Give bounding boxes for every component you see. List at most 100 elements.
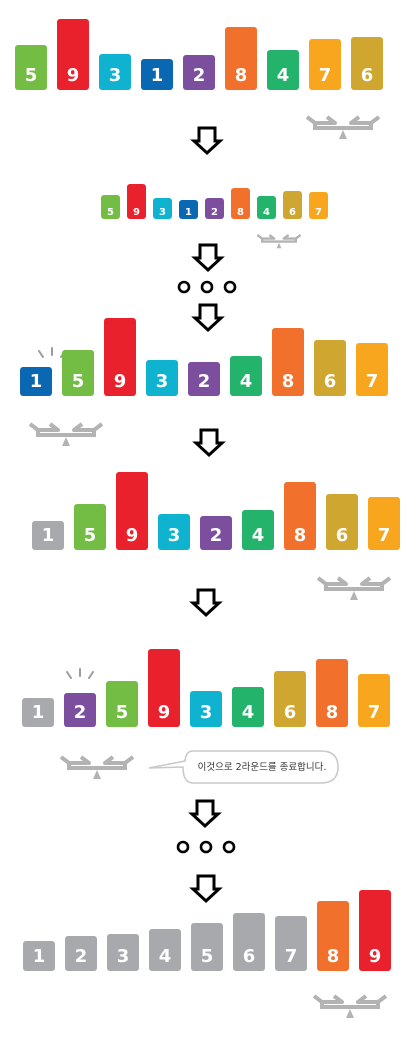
bar-value-3: 3	[99, 53, 131, 90]
bar-value-1: 1	[22, 698, 54, 727]
bar-label: 8	[237, 206, 244, 218]
bar-value-9: 9	[57, 18, 89, 90]
bar-label: 4	[263, 206, 270, 218]
bar-value-3: 3	[158, 514, 190, 550]
bar-label: 7	[365, 370, 379, 392]
bar-value-3: 3	[146, 360, 178, 396]
bar-label: 7	[318, 64, 332, 86]
bar-label: 5	[107, 206, 114, 218]
bar-value-9: 9	[104, 317, 136, 396]
bar-label: 9	[133, 206, 140, 218]
balance-scale-icon	[59, 755, 135, 779]
bar-value-2: 2	[188, 361, 220, 396]
bar-label: 8	[326, 945, 340, 967]
bar-value-1: 1	[20, 367, 52, 396]
bar-label: 5	[24, 64, 38, 86]
bar-value-4: 4	[257, 196, 276, 219]
bar-value-7: 7	[356, 342, 388, 396]
bar-value-2: 2	[64, 692, 96, 727]
bar-value-6: 6	[233, 912, 265, 971]
bar-label: 3	[108, 64, 122, 86]
bar-value-8: 8	[225, 27, 257, 90]
bar-value-5: 5	[74, 503, 106, 550]
speech-bubble	[148, 750, 339, 784]
bar-label: 9	[157, 701, 171, 723]
bar-value-2: 2	[65, 935, 97, 971]
bar-value-8: 8	[272, 328, 304, 396]
balance-scale-icon	[312, 994, 388, 1018]
bubble-text: 이것으로 2라운드를 종료합니다.	[197, 762, 327, 773]
balance-scale-icon	[305, 115, 381, 139]
bar-label: 2	[197, 370, 211, 392]
down-arrow-icon	[191, 243, 225, 273]
bar-value-7: 7	[309, 192, 328, 219]
bar-label: 6	[360, 64, 374, 86]
bar-label: 4	[239, 370, 253, 392]
bar-value-3: 3	[190, 691, 222, 727]
down-arrow-icon	[189, 588, 223, 618]
bar-label: 6	[242, 945, 256, 967]
bar-label: 3	[116, 945, 130, 967]
bar-value-4: 4	[149, 929, 181, 971]
bar-label: 2	[73, 701, 87, 723]
bar-label: 1	[150, 65, 164, 86]
bar-value-8: 8	[316, 659, 348, 727]
ellipsis-icon	[176, 840, 236, 854]
bar-value-4: 4	[242, 509, 274, 550]
bar-label: 2	[211, 206, 218, 218]
bar-value-9: 9	[148, 648, 180, 727]
bar-value-9: 9	[116, 471, 148, 550]
bar-label: 9	[113, 370, 127, 392]
highlight-sparkle-icon	[66, 668, 94, 679]
bar-value-2: 2	[200, 515, 232, 550]
bar-label: 4	[241, 701, 255, 723]
bar-value-6: 6	[274, 670, 306, 727]
down-arrow-icon	[188, 799, 222, 829]
bar-label: 7	[284, 945, 298, 967]
bar-label: 6	[323, 370, 337, 392]
bar-label: 9	[368, 945, 382, 967]
bar-value-7: 7	[358, 673, 390, 727]
bar-label: 3	[167, 524, 181, 546]
bar-value-6: 6	[326, 493, 358, 550]
bar-label: 3	[199, 701, 213, 723]
bar-value-6: 6	[283, 191, 302, 219]
bar-value-9: 9	[127, 184, 146, 219]
bar-value-9: 9	[359, 889, 391, 971]
bar-value-3: 3	[153, 197, 172, 219]
bar-value-7: 7	[309, 39, 341, 90]
bar-value-3: 3	[107, 934, 139, 971]
bar-value-5: 5	[106, 680, 138, 727]
bar-label: 4	[276, 64, 290, 86]
bar-value-2: 2	[205, 198, 224, 219]
bar-value-8: 8	[284, 482, 316, 550]
bar-label: 1	[29, 371, 43, 392]
bar-value-4: 4	[232, 686, 264, 727]
bar-label: 9	[125, 524, 139, 546]
bar-value-1: 1	[32, 521, 64, 550]
bar-label: 1	[32, 946, 46, 967]
bar-value-4: 4	[230, 355, 262, 396]
bar-value-2: 2	[183, 54, 215, 90]
bar-label: 6	[289, 206, 296, 218]
down-arrow-icon	[192, 428, 226, 458]
down-arrow-icon	[189, 874, 223, 904]
bar-label: 3	[159, 206, 166, 218]
bar-label: 2	[192, 64, 206, 86]
bar-label: 5	[71, 370, 85, 392]
balance-scale-icon	[28, 422, 104, 446]
bar-label: 5	[200, 945, 214, 967]
bar-value-5: 5	[191, 923, 223, 971]
bar-label: 1	[31, 702, 45, 723]
bar-label: 7	[367, 701, 381, 723]
bar-label: 8	[234, 64, 248, 86]
bar-label: 2	[74, 945, 88, 967]
down-arrow-icon	[190, 126, 224, 156]
bar-value-4: 4	[267, 49, 299, 90]
bar-label: 8	[281, 370, 295, 392]
balance-scale-icon	[316, 576, 392, 600]
bar-label: 1	[185, 207, 192, 218]
bar-label: 7	[377, 524, 391, 546]
bar-label: 4	[251, 524, 265, 546]
